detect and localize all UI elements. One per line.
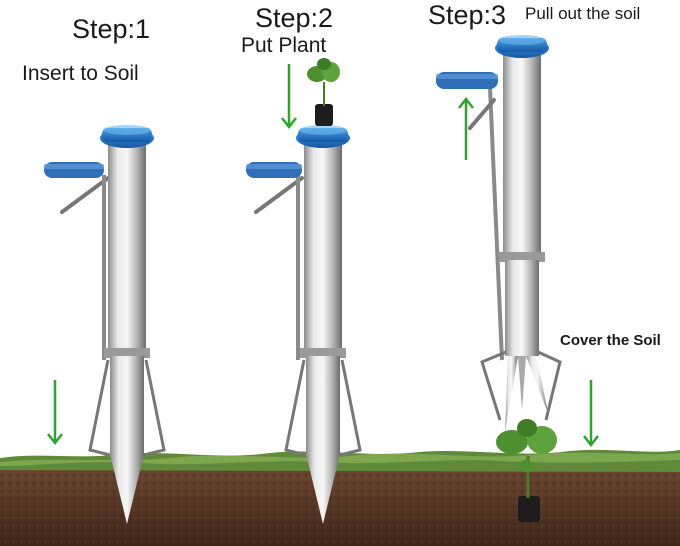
step-3-caption: Pull out the soil — [525, 4, 641, 23]
step-3-title: Step:3 — [428, 0, 507, 30]
down-arrow-icon — [47, 380, 63, 446]
soil-texture — [0, 468, 680, 546]
step-1-caption: Insert to Soil — [22, 62, 139, 85]
planter-tool-icon — [44, 125, 166, 524]
grass-highlight — [0, 452, 680, 466]
down-arrow-icon — [281, 64, 297, 130]
step-2-title: Step:2 — [255, 3, 334, 33]
planter-tool-icon — [436, 35, 562, 432]
step-2-caption: Put Plant — [241, 34, 327, 57]
step-1-title: Step:1 — [72, 14, 151, 44]
seedling-icon — [307, 58, 340, 126]
cover-soil-annotation: Cover the Soil — [560, 332, 661, 349]
down-arrow-icon — [583, 380, 599, 448]
up-arrow-icon — [458, 96, 474, 160]
seedling-icon — [496, 419, 557, 522]
ground — [0, 449, 680, 546]
planter-tool-icon — [246, 125, 362, 524]
